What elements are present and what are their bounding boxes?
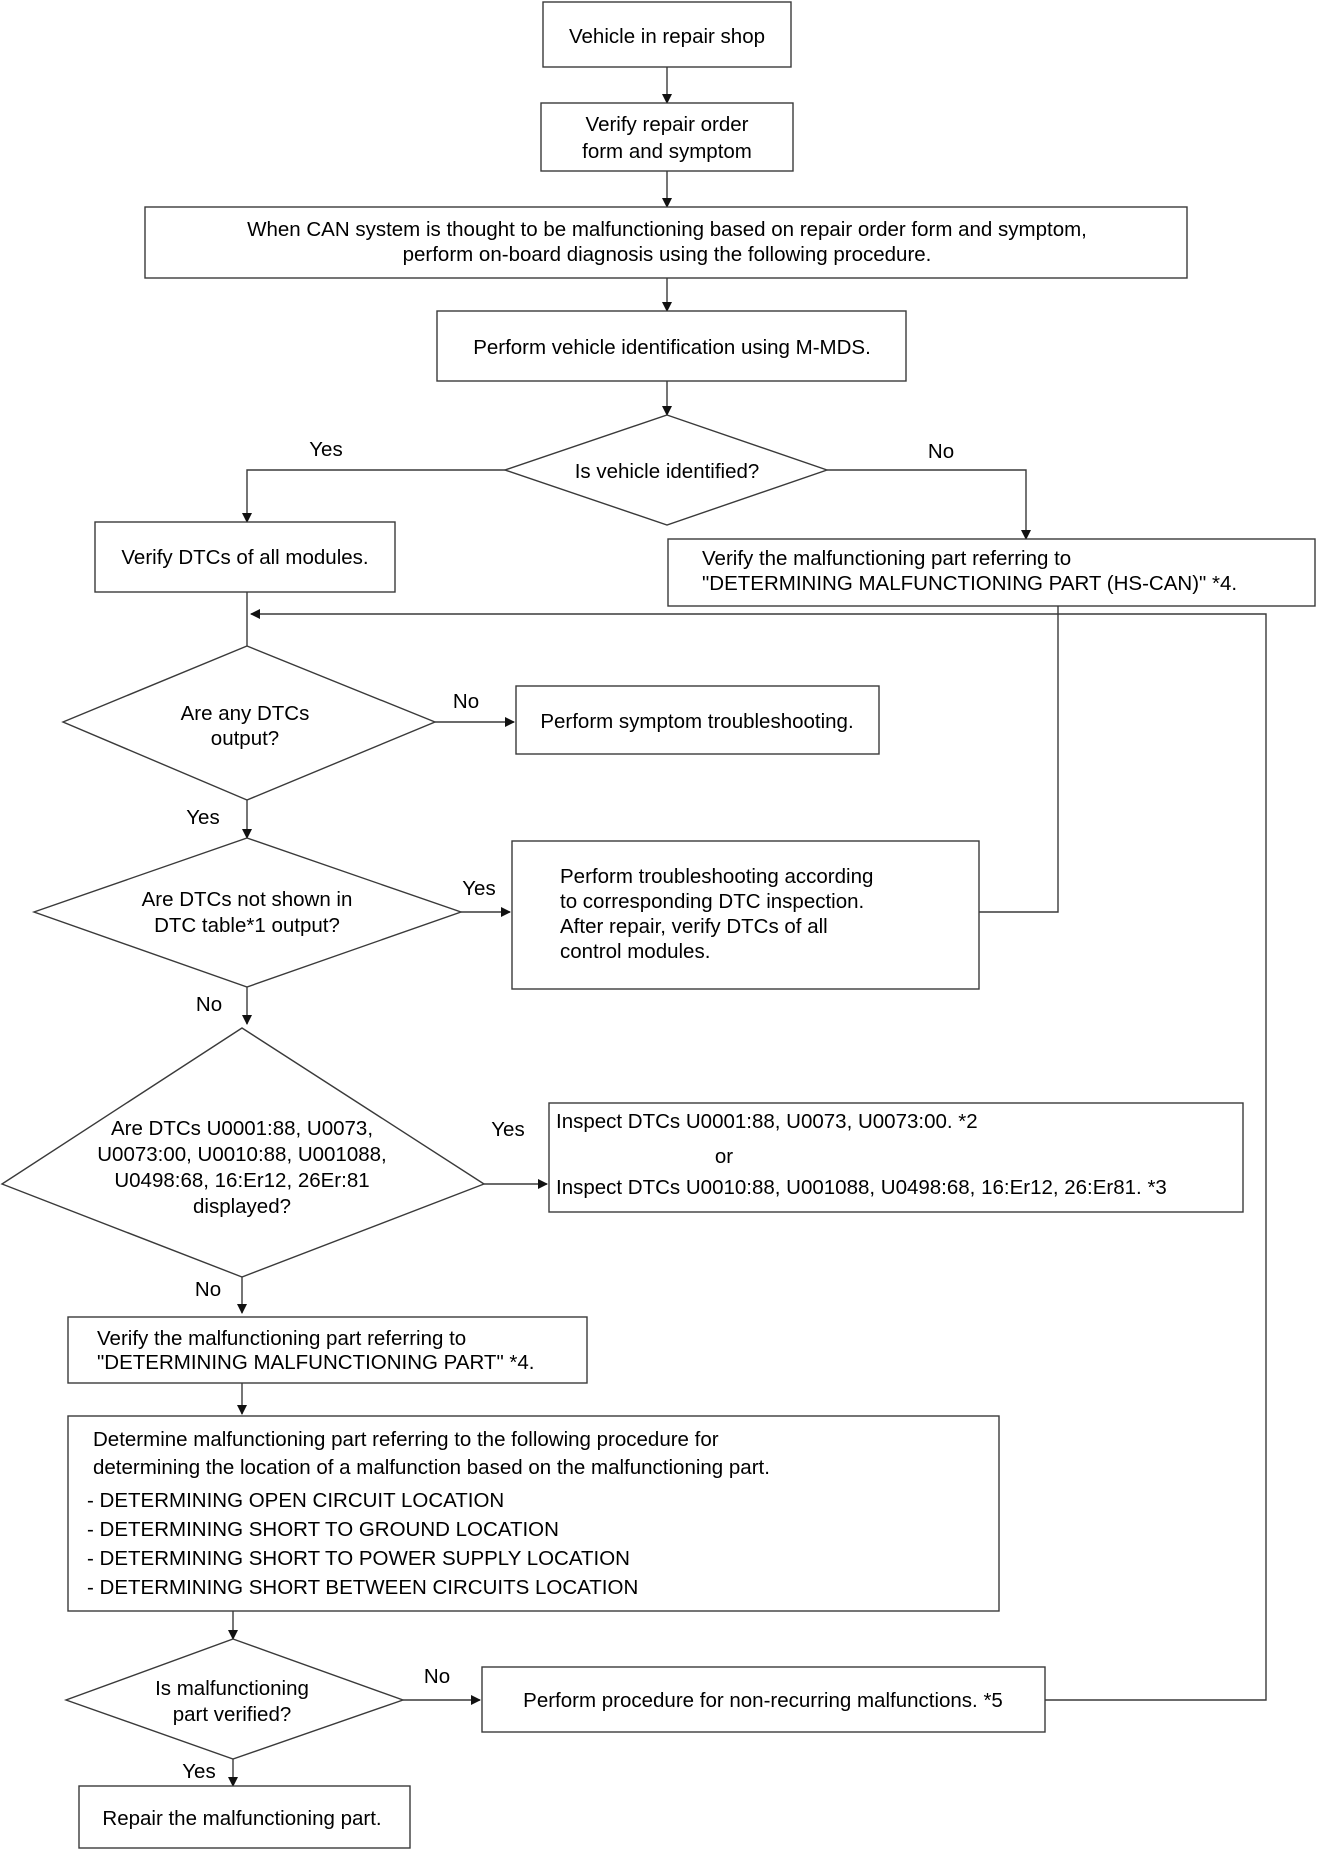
decision-not-shown-text: Are DTCs not shown in DTC table*1 output? bbox=[142, 888, 353, 937]
node-determine-text: Determine malfunctioning part referring … bbox=[93, 1428, 770, 1479]
label-not-shown-no: No bbox=[196, 993, 222, 1016]
node-inspect-line-2: Inspect DTCs U0010:88, U001088, U0498:68… bbox=[556, 1176, 1167, 1199]
node-start: Vehicle in repair shop bbox=[542, 1, 792, 68]
node-verify-order-text: Verify repair order form and symptom bbox=[582, 113, 752, 163]
node-verify-part-text-line: "DETERMINING MALFUNCTIONING PART" *4. bbox=[97, 1351, 535, 1374]
label-identified-yes: Yes bbox=[309, 438, 342, 461]
node-verify-dtcs: Verify DTCs of all modules. bbox=[94, 521, 396, 593]
branch-labels: Yes No No Yes Yes No Yes No No Yes bbox=[182, 438, 954, 1783]
decision-identified-text-line: Is vehicle identified? bbox=[575, 460, 760, 483]
label-verified-no: No bbox=[424, 1665, 450, 1688]
node-dtc-troubleshoot-text-line: control modules. bbox=[560, 940, 710, 963]
node-vehicle-id-text-line: Perform vehicle identification using M-M… bbox=[473, 336, 871, 359]
node-determine-text-line: determining the location of a malfunctio… bbox=[93, 1456, 770, 1479]
node-dtc-troubleshoot-text-line: to corresponding DTC inspection. bbox=[560, 890, 864, 913]
node-determine-list: - DETERMINING OPEN CIRCUIT LOCATION - DET… bbox=[87, 1489, 638, 1599]
label-any-no: No bbox=[453, 690, 479, 713]
connectors bbox=[228, 67, 1267, 1787]
node-verify-part-text: Verify the malfunctioning part referring… bbox=[97, 1327, 535, 1374]
node-can-intro-text-line: perform on-board diagnosis using the fol… bbox=[403, 243, 932, 266]
decision-any-dtcs-text-line: output? bbox=[211, 727, 279, 750]
decision-not-shown-text-line: DTC table*1 output? bbox=[154, 914, 340, 937]
node-dtc-troubleshoot-text-line: Perform troubleshooting according bbox=[560, 865, 873, 888]
decision-verified-text: Is malfunctioning part verified? bbox=[155, 1677, 309, 1726]
node-hs-can-text-line: "DETERMINING MALFUNCTIONING PART (HS-CAN… bbox=[702, 572, 1237, 595]
node-hs-can-text-line: Verify the malfunctioning part referring… bbox=[702, 547, 1071, 570]
decision-not-shown: Are DTCs not shown in DTC table*1 output? bbox=[31, 837, 464, 988]
node-can-intro-text-line: When CAN system is thought to be malfunc… bbox=[247, 218, 1087, 241]
node-non-recurring-text-line: Perform procedure for non-recurring malf… bbox=[523, 1689, 1003, 1712]
node-start-text: Vehicle in repair shop bbox=[569, 25, 765, 48]
node-verify-part-text-line: Verify the malfunctioning part referring… bbox=[97, 1327, 466, 1350]
node-symptom-text: Perform symptom troubleshooting. bbox=[540, 710, 853, 733]
decision-u-codes: Are DTCs U0001:88, U0073, U0073:00, U0010… bbox=[0, 1027, 486, 1278]
node-vehicle-id: Perform vehicle identification using M-M… bbox=[436, 310, 907, 382]
decision-verified-text-line: Is malfunctioning bbox=[155, 1677, 309, 1700]
arrow-identified-yes bbox=[242, 469, 505, 523]
node-hs-can: Verify the malfunctioning part referring… bbox=[667, 538, 1316, 607]
node-non-recurring-text: Perform procedure for non-recurring malf… bbox=[523, 1689, 1003, 1712]
node-symptom-text-line: Perform symptom troubleshooting. bbox=[540, 710, 853, 733]
node-determine-list-line: - DETERMINING SHORT TO GROUND LOCATION bbox=[87, 1518, 559, 1541]
node-verify-part: Verify the malfunctioning part referring… bbox=[67, 1316, 588, 1384]
decision-u-codes-text: Are DTCs U0001:88, U0073, U0073:00, U0010… bbox=[97, 1117, 387, 1218]
label-verified-yes: Yes bbox=[182, 1760, 215, 1783]
node-determine-list-line: - DETERMINING OPEN CIRCUIT LOCATION bbox=[87, 1489, 504, 1512]
node-determine: Determine malfunctioning part referring … bbox=[67, 1415, 1000, 1612]
node-inspect-line-1: Inspect DTCs U0001:88, U0073, U0073:00. … bbox=[556, 1110, 978, 1133]
decision-identified-text: Is vehicle identified? bbox=[575, 460, 760, 483]
node-inspect-line-2-line: Inspect DTCs U0010:88, U001088, U0498:68… bbox=[556, 1176, 1167, 1199]
node-repair: Repair the malfunctioning part. bbox=[78, 1785, 411, 1849]
node-determine-list-line: - DETERMINING SHORT TO POWER SUPPLY LOCA… bbox=[87, 1547, 630, 1570]
decision-u-codes-text-line: displayed? bbox=[193, 1195, 291, 1218]
node-inspect-or-line: or bbox=[715, 1145, 733, 1168]
node-determine-list-line: - DETERMINING SHORT BETWEEN CIRCUITS LOC… bbox=[87, 1576, 638, 1599]
arrow-identified-no bbox=[827, 469, 1031, 540]
node-hs-can-text: Verify the malfunctioning part referring… bbox=[702, 547, 1237, 595]
node-dtc-troubleshoot-text-line: After repair, verify DTCs of all bbox=[560, 915, 828, 938]
line-troubleshoot-return bbox=[979, 614, 1059, 913]
decision-u-codes-text-line: U0073:00, U0010:88, U001088, bbox=[97, 1143, 387, 1166]
node-non-recurring: Perform procedure for non-recurring malf… bbox=[481, 1666, 1046, 1733]
node-inspect-or: or bbox=[715, 1145, 733, 1168]
arrow-hscan-return bbox=[250, 606, 1059, 619]
node-determine-text-line: Determine malfunctioning part referring … bbox=[93, 1428, 719, 1451]
decision-verified-text-line: part verified? bbox=[173, 1703, 292, 1726]
node-verify-dtcs-text-line: Verify DTCs of all modules. bbox=[121, 546, 368, 569]
node-start-text-line: Vehicle in repair shop bbox=[569, 25, 765, 48]
node-repair-text: Repair the malfunctioning part. bbox=[102, 1807, 381, 1830]
node-inspect: Inspect DTCs U0001:88, U0073, U0073:00. … bbox=[548, 1102, 1244, 1213]
node-symptom: Perform symptom troubleshooting. bbox=[515, 685, 880, 755]
line-non-recurring-return bbox=[1045, 613, 1267, 1701]
decision-identified: Is vehicle identified? bbox=[502, 414, 830, 526]
label-not-shown-yes: Yes bbox=[462, 877, 495, 900]
node-verify-order: Verify repair order form and symptom bbox=[540, 102, 794, 172]
decision-verified: Is malfunctioning part verified? bbox=[63, 1638, 406, 1760]
label-any-yes: Yes bbox=[186, 806, 219, 829]
node-verify-dtcs-text: Verify DTCs of all modules. bbox=[121, 546, 368, 569]
label-u-codes-no: No bbox=[195, 1278, 221, 1301]
decision-not-shown-text-line: Are DTCs not shown in bbox=[142, 888, 353, 911]
decision-u-codes-text-line: U0498:68, 16:Er12, 26Er:81 bbox=[114, 1169, 369, 1192]
node-verify-order-text-line: form and symptom bbox=[582, 140, 752, 163]
node-can-intro-text: When CAN system is thought to be malfunc… bbox=[247, 218, 1087, 266]
decision-u-codes-text-line: Are DTCs U0001:88, U0073, bbox=[111, 1117, 373, 1140]
label-u-codes-yes: Yes bbox=[491, 1118, 524, 1141]
node-repair-text-line: Repair the malfunctioning part. bbox=[102, 1807, 381, 1830]
node-can-intro: When CAN system is thought to be malfunc… bbox=[144, 206, 1188, 279]
decision-any-dtcs-text-line: Are any DTCs bbox=[181, 702, 310, 725]
node-inspect-line-1-line: Inspect DTCs U0001:88, U0073, U0073:00. … bbox=[556, 1110, 978, 1133]
node-vehicle-id-text: Perform vehicle identification using M-M… bbox=[473, 336, 871, 359]
label-identified-no: No bbox=[928, 440, 954, 463]
node-verify-order-text-line: Verify repair order bbox=[586, 113, 749, 136]
